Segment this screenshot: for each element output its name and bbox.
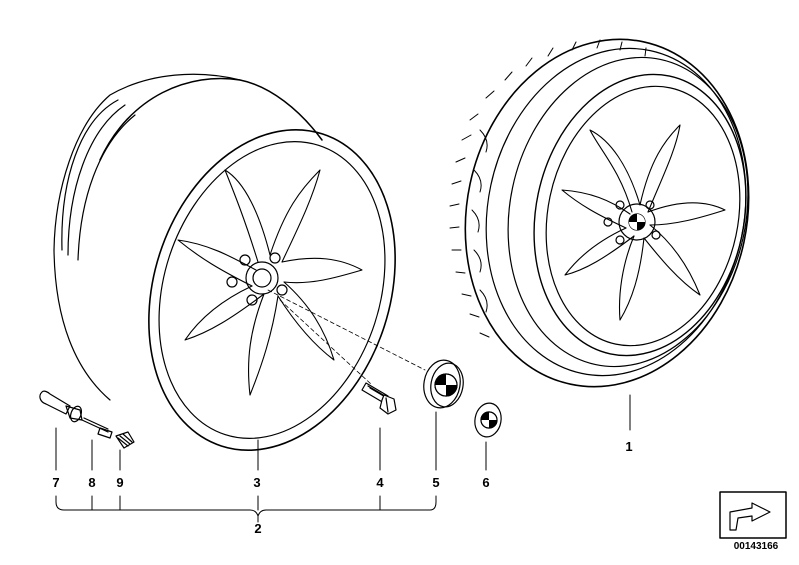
callout-6: 6 [482, 475, 490, 490]
complete-wheel[interactable] [434, 13, 781, 414]
callout-8: 8 [88, 475, 96, 490]
callout-3: 3 [253, 475, 261, 490]
callout-1: 1 [625, 439, 633, 454]
alignment-lines [267, 289, 426, 386]
callout-5: 5 [432, 475, 440, 490]
tire-valve[interactable] [39, 390, 84, 423]
hub-cap[interactable] [420, 357, 466, 411]
valve-insert[interactable] [81, 417, 113, 439]
drawing-code: 00143166 [733, 541, 779, 552]
wheel-bolt[interactable] [361, 382, 397, 415]
callout-7: 7 [52, 475, 60, 490]
callout-9: 9 [116, 475, 124, 490]
emblem[interactable] [472, 401, 504, 439]
group-bracket [55, 495, 437, 517]
forward-arrow-icon[interactable] [719, 491, 787, 539]
callout-4: 4 [376, 475, 384, 490]
light-alloy-rim[interactable] [53, 73, 435, 482]
valve-cap[interactable] [115, 431, 135, 449]
callout-2: 2 [254, 521, 262, 536]
